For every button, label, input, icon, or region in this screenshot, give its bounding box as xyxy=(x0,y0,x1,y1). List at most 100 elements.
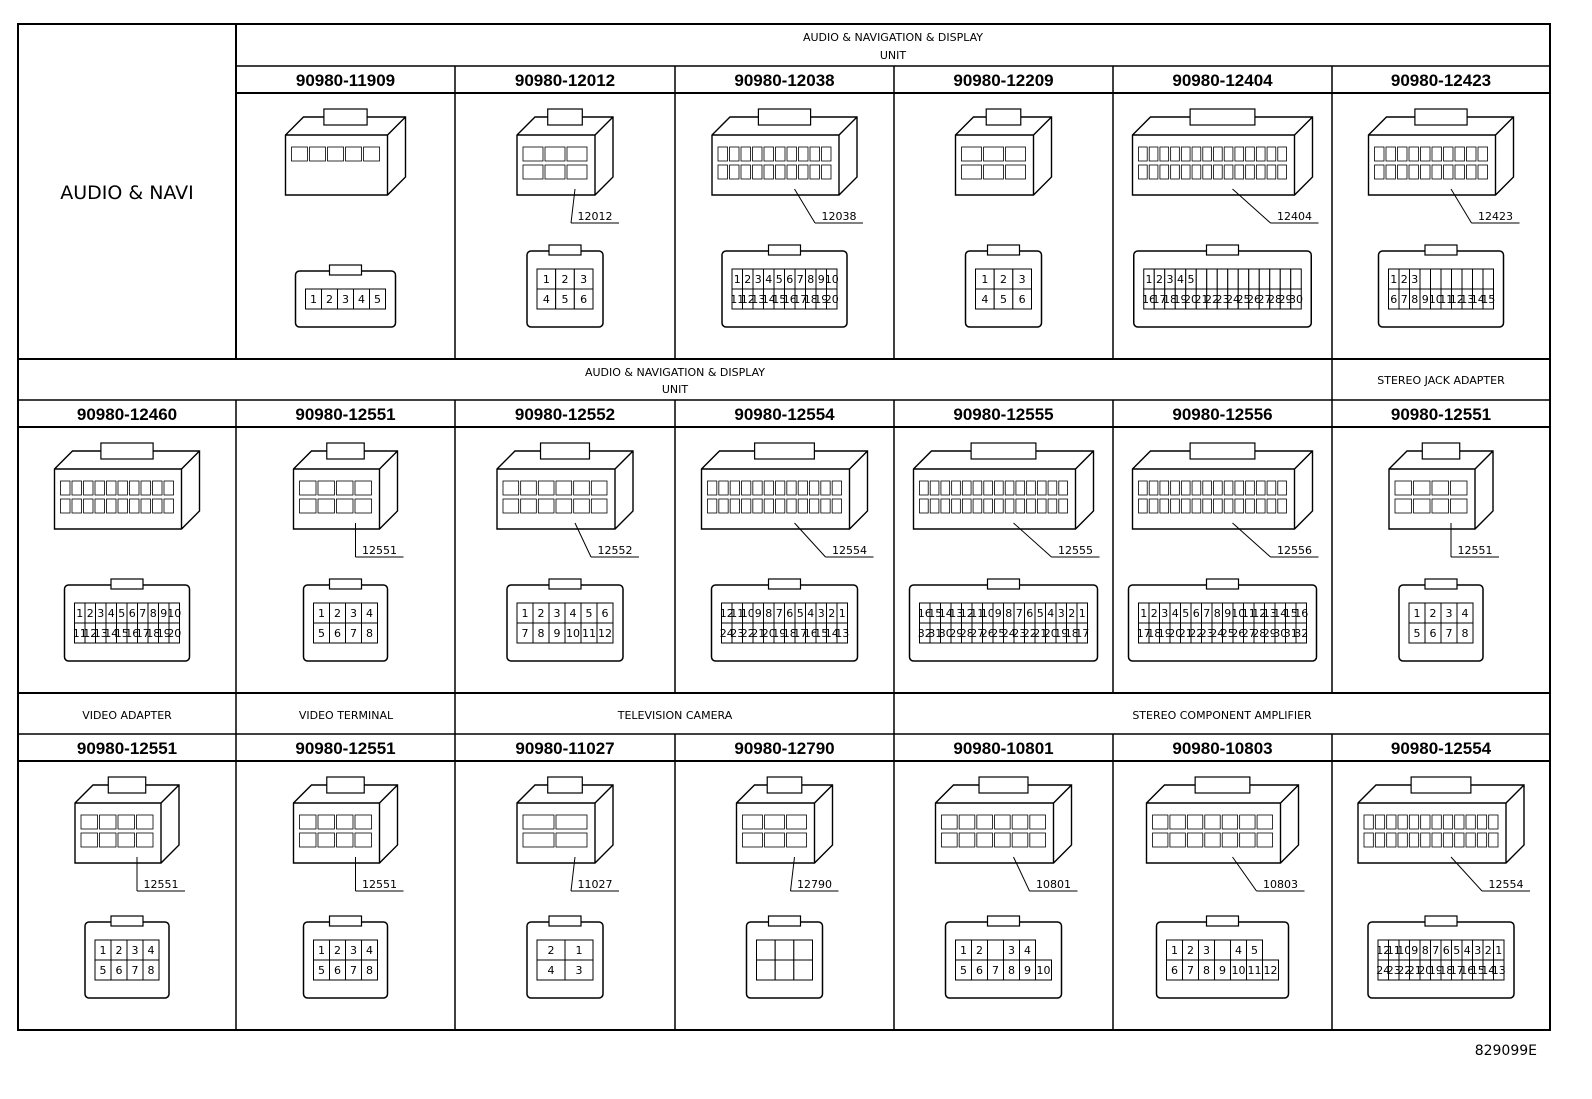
cavity xyxy=(1015,480,1026,496)
pin-number: 15 xyxy=(115,627,129,640)
cavity xyxy=(1442,832,1454,848)
pin-cell xyxy=(1248,268,1260,290)
connector-label: 12551 xyxy=(1458,544,1493,557)
cavity xyxy=(1374,164,1385,180)
pin-number: 2 xyxy=(744,273,751,286)
cavity xyxy=(1476,814,1488,830)
cavity xyxy=(1047,498,1058,514)
pin-number: 1 xyxy=(1140,607,1147,620)
pin-number: 6 xyxy=(1019,293,1026,306)
pin-number: 14 xyxy=(1471,293,1485,306)
cavity xyxy=(117,498,128,514)
cavity xyxy=(1413,498,1431,514)
pin-cell xyxy=(756,959,776,981)
connector-latch xyxy=(757,108,812,126)
pin-number: 12 xyxy=(1376,944,1390,957)
cavity xyxy=(573,480,590,496)
cavity xyxy=(80,814,98,830)
pin-number: 28 xyxy=(1252,627,1266,640)
cavity xyxy=(71,480,82,496)
cavity xyxy=(798,164,809,180)
pin-number: 8 xyxy=(1203,964,1210,977)
cavity xyxy=(354,814,372,830)
cavity xyxy=(983,146,1004,162)
cavity xyxy=(994,498,1004,514)
pin-number: 6 xyxy=(1193,607,1200,620)
pin-number: 10 xyxy=(1231,607,1245,620)
cavity xyxy=(163,498,174,514)
cavity xyxy=(522,164,544,180)
cavity xyxy=(1213,498,1223,514)
cavity xyxy=(1170,498,1180,514)
pin-cell xyxy=(1440,268,1452,290)
pin-cell xyxy=(826,288,838,310)
cavity xyxy=(83,480,94,496)
pin-number: 8 xyxy=(366,627,373,640)
part-number: 90980-12012 xyxy=(515,71,615,90)
cavity xyxy=(831,498,842,514)
cavity xyxy=(1005,164,1026,180)
pin-number: 24 xyxy=(720,627,734,640)
pin-cell xyxy=(1206,268,1218,290)
pin-number: 12 xyxy=(741,293,755,306)
pin-number: 5 xyxy=(374,293,381,306)
pin-number: 1 xyxy=(960,944,967,957)
connector-label: 10803 xyxy=(1263,878,1298,891)
connector-label: 12556 xyxy=(1277,544,1312,557)
pin-number: 25 xyxy=(1221,627,1235,640)
face-lock-tab xyxy=(548,578,582,590)
pin-number: 12 xyxy=(720,607,734,620)
cavity xyxy=(1202,146,1212,162)
cavity xyxy=(106,498,117,514)
label-leader xyxy=(1013,856,1030,892)
pin-number: 7 xyxy=(1446,627,1453,640)
cavity xyxy=(820,480,831,496)
pin-number: 20 xyxy=(762,627,776,640)
pin-cell xyxy=(1012,288,1032,310)
cavity xyxy=(729,498,740,514)
pin-number: 1 xyxy=(981,273,988,286)
cavity xyxy=(1169,814,1186,830)
pin-number: 3 xyxy=(818,607,825,620)
pin-number: 3 xyxy=(350,944,357,957)
pin-number: 4 xyxy=(807,607,814,620)
cavity xyxy=(786,498,797,514)
pin-number: 3 xyxy=(97,607,104,620)
pin-number: 15 xyxy=(772,293,786,306)
part-number: 90980-10803 xyxy=(1172,739,1272,758)
pin-cell xyxy=(756,939,776,961)
cavity xyxy=(742,832,763,848)
pin-number: 20 xyxy=(825,293,839,306)
cavity xyxy=(775,480,786,496)
pin-number: 31 xyxy=(1284,627,1298,640)
cavity xyxy=(152,498,163,514)
pin-number: 13 xyxy=(751,293,765,306)
cavity xyxy=(941,832,958,848)
cavity xyxy=(1443,146,1454,162)
cavity xyxy=(299,480,317,496)
cavity xyxy=(1213,146,1223,162)
cavity xyxy=(786,814,807,830)
cavity xyxy=(1374,146,1385,162)
cavity xyxy=(1148,480,1159,496)
pin-number: 14 xyxy=(762,293,776,306)
pin-cell xyxy=(142,959,160,981)
cavity xyxy=(831,480,842,496)
cavity xyxy=(1454,164,1465,180)
connector-latch xyxy=(1410,776,1472,794)
face-lock-tab xyxy=(328,915,363,927)
connector-label: 12423 xyxy=(1478,210,1513,223)
part-number: 90980-12423 xyxy=(1391,71,1491,90)
cavity xyxy=(140,498,151,514)
cavity xyxy=(763,498,774,514)
cavity xyxy=(717,164,728,180)
pin-number: 22 xyxy=(1205,293,1219,306)
cavity xyxy=(117,480,128,496)
label-leader xyxy=(1232,856,1257,892)
cavity xyxy=(1186,814,1204,830)
cavity xyxy=(1245,146,1255,162)
cavity xyxy=(1397,164,1408,180)
cavity xyxy=(1431,164,1442,180)
